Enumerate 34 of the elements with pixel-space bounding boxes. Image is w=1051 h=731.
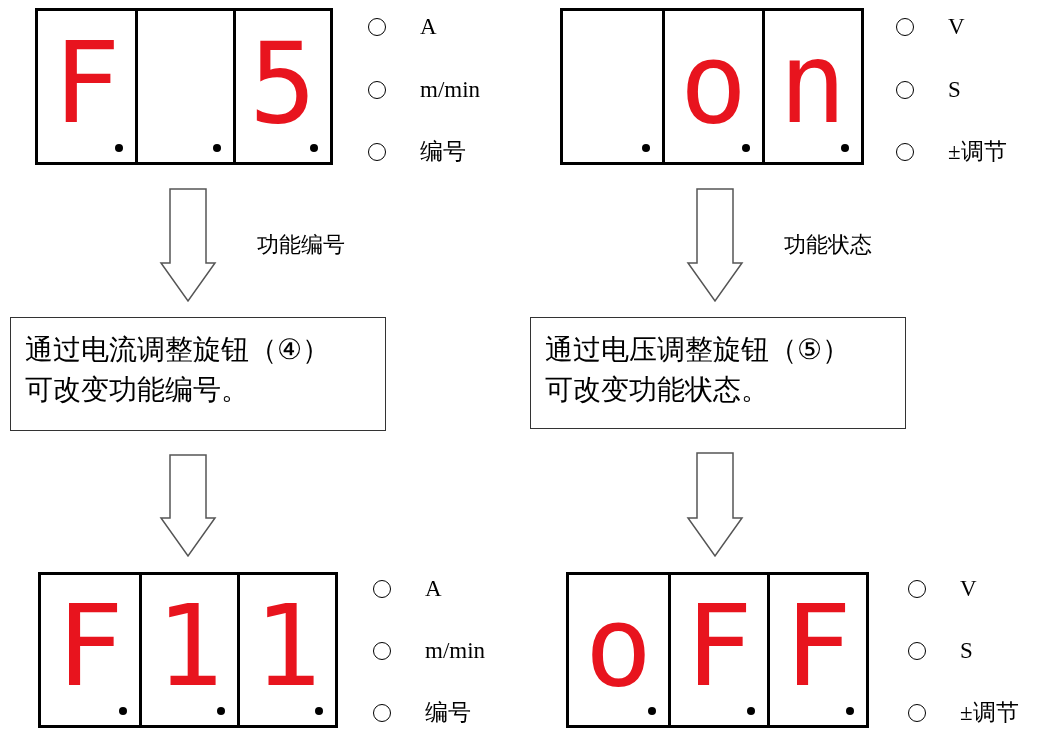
indicator-label: S [960,638,973,664]
segment-digit: F [783,589,853,702]
indicator-label: 编号 [425,700,471,726]
segment-digit: n [778,26,848,138]
segment-digit: F [51,26,122,138]
display-panel [38,572,338,728]
segment-digit: 5 [248,26,318,138]
block-arrow [686,188,744,303]
segment-digit: 1 [252,589,323,702]
text-box: 通过电压调整旋钮（⑤）可改变功能状态。 [530,317,906,429]
text-box: 通过电流调整旋钮（④）可改变功能编号。 [10,317,386,431]
indicator-label: 编号 [420,139,466,165]
block-arrow [159,188,217,303]
segment-digit: F [55,589,125,702]
indicator-label: m/min [425,638,486,664]
block-arrow [159,454,217,558]
edge-label: 功能状态 [784,232,872,258]
edge-label: 功能编号 [257,232,345,258]
segment-digit: F [684,589,754,702]
indicator-label: A [425,576,442,602]
indicator-label: ±调节 [960,700,1019,726]
block-arrow [686,452,744,558]
segment-digit: o [678,26,749,138]
indicator-label: V [960,576,977,602]
segment-digit: o [583,589,654,702]
display-panel [560,8,864,165]
indicator-label: ±调节 [948,139,1007,165]
display-panel [566,572,869,728]
indicator-label: S [948,77,961,103]
indicator-label: A [420,14,437,40]
indicator-label: m/min [420,77,481,103]
segment-digit: 1 [154,589,225,702]
indicator-label: V [948,14,965,40]
display-panel [35,8,333,165]
